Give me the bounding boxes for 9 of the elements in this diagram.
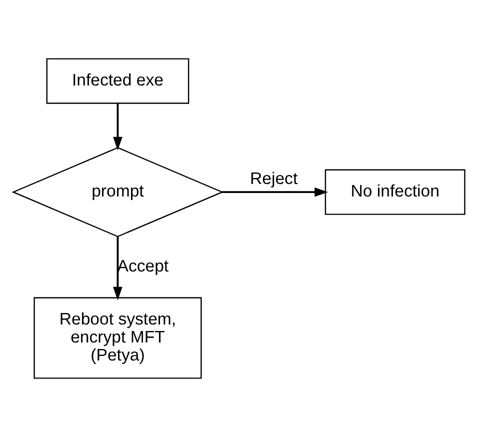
node-diamond: prompt — [12, 146, 224, 237]
node-box: No infection — [324, 168, 466, 214]
edge-label: Reject — [250, 168, 298, 188]
node-box: Reboot system, encrypt MFT (Petya) — [34, 296, 202, 378]
arrow — [222, 186, 328, 196]
arrow — [113, 103, 122, 150]
edge-label: Accept — [117, 256, 169, 276]
node-box: Infected exe — [46, 58, 190, 104]
arrow — [113, 236, 122, 300]
